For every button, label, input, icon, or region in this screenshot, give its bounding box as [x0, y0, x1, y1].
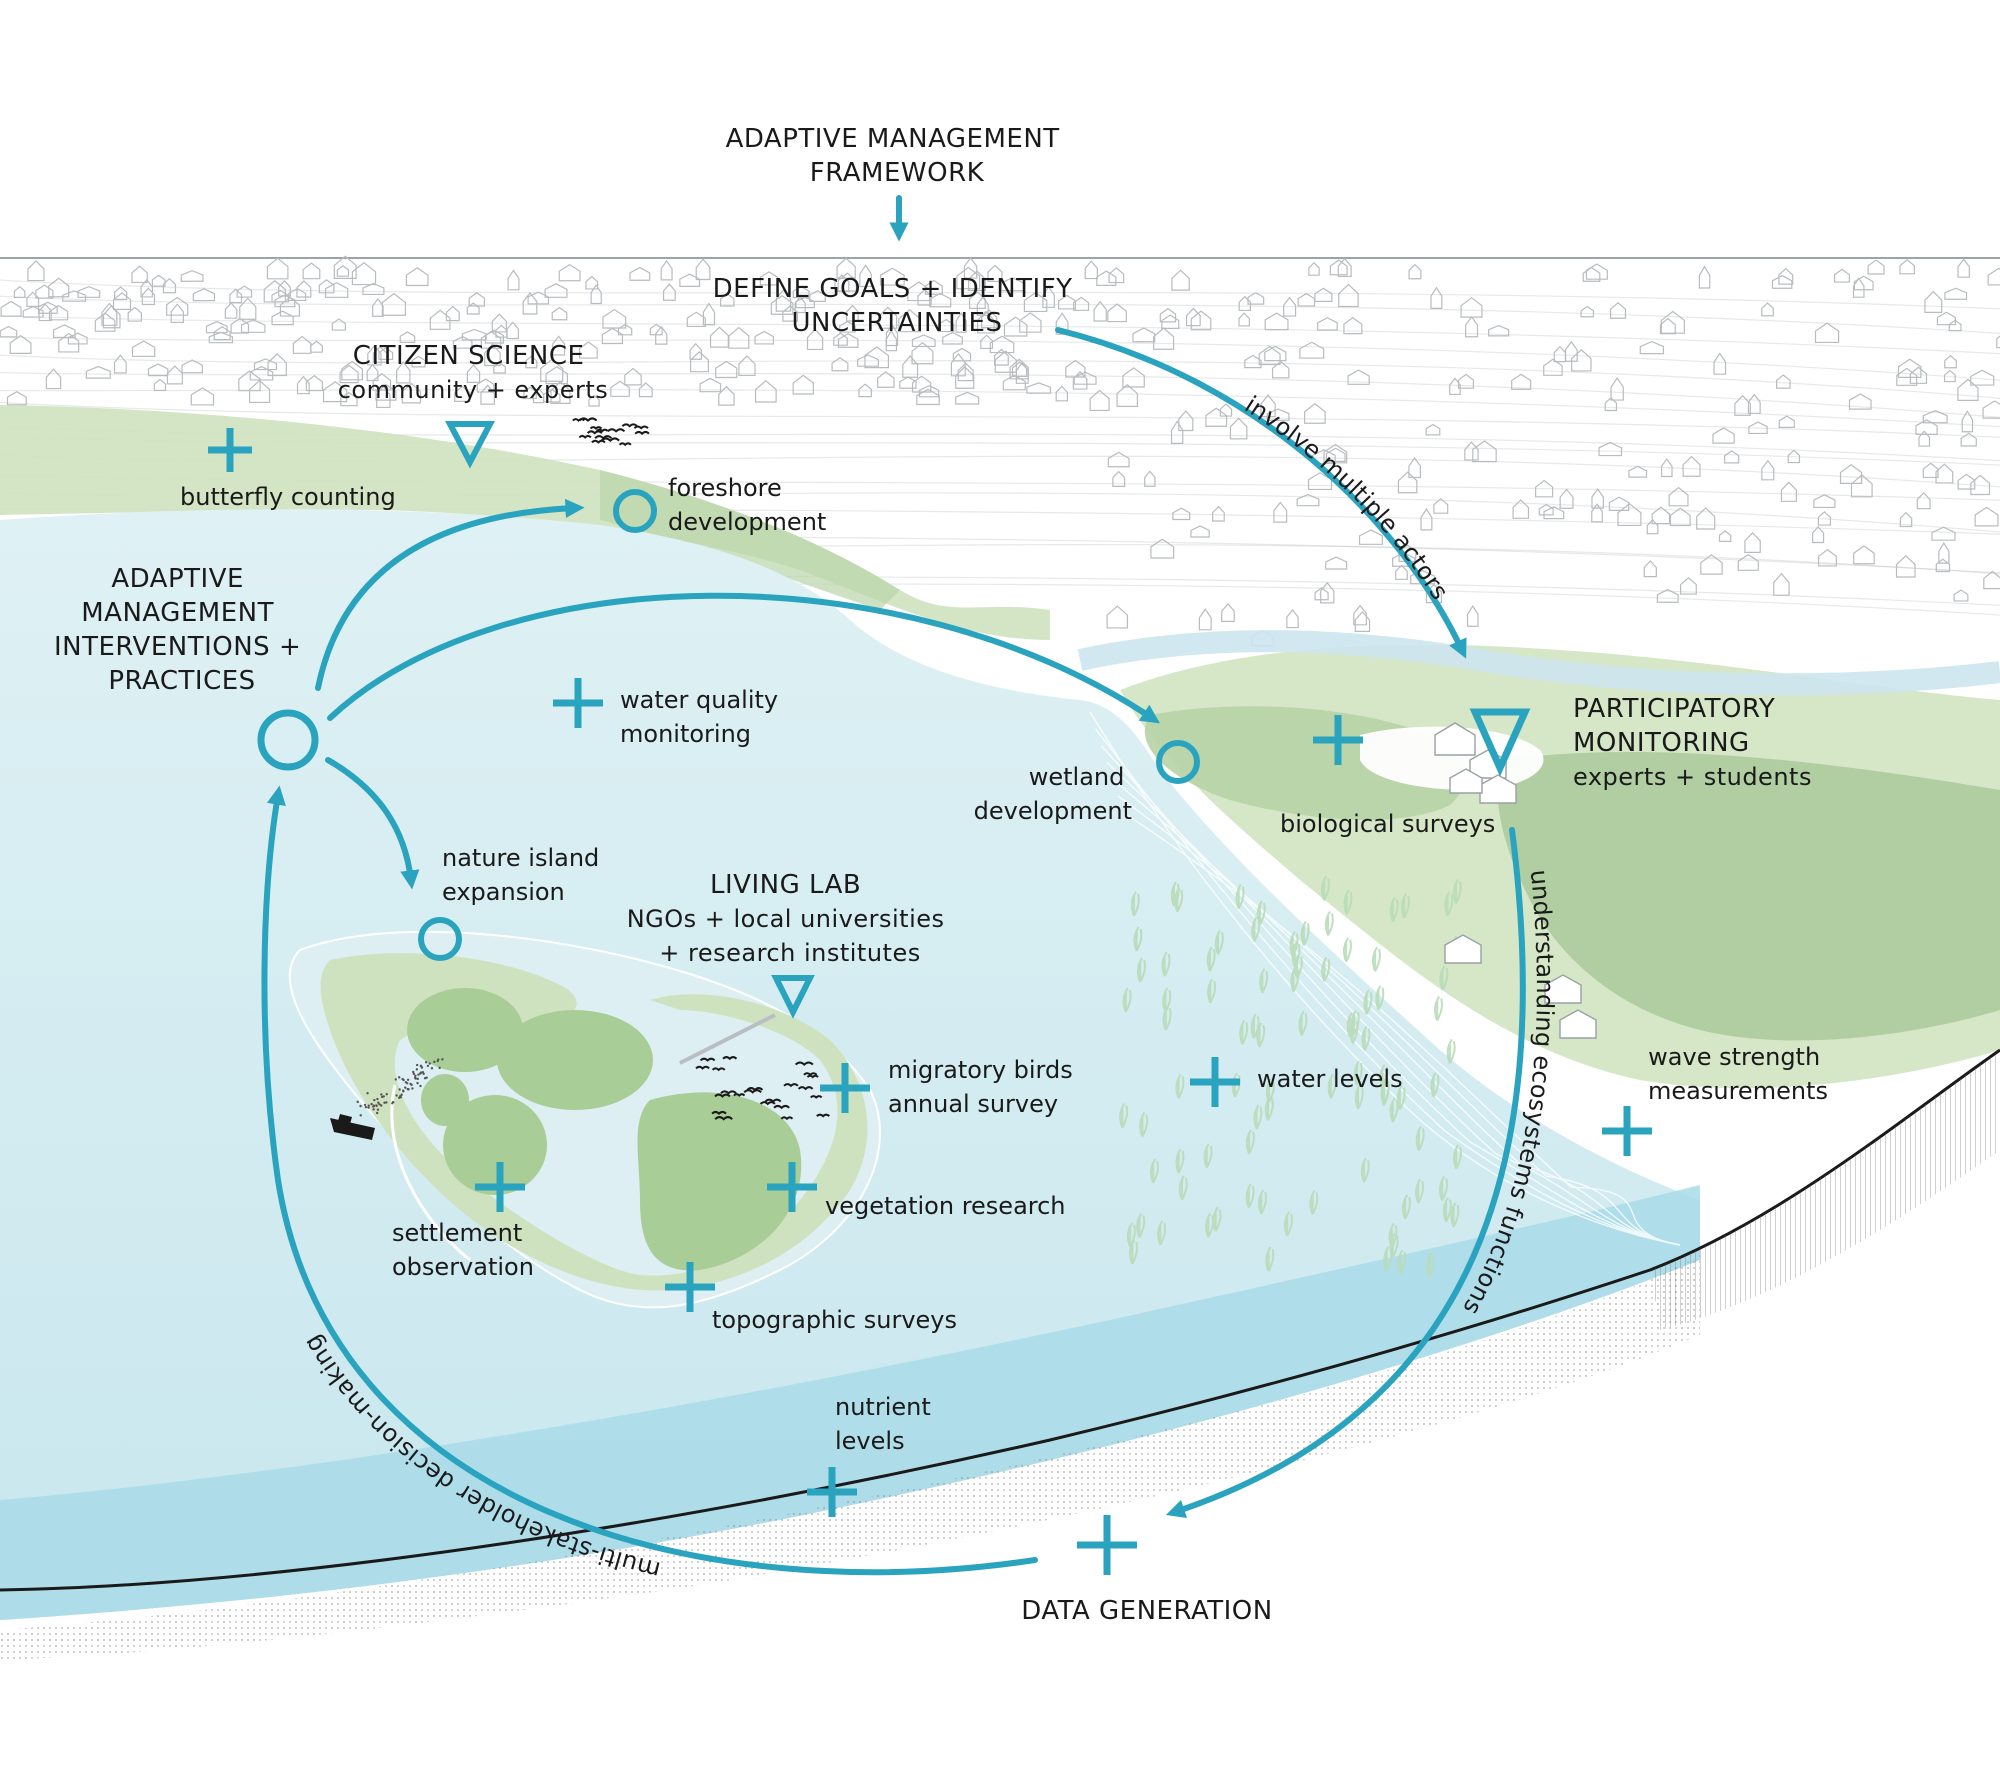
- nutrient-label: nutrient levels: [835, 1393, 938, 1455]
- water-quality-label: water quality monitoring: [620, 686, 786, 748]
- citizen-science-line-2: community + experts: [338, 376, 609, 404]
- sediment-spray: [356, 1058, 444, 1117]
- topographic-label: topographic surveys: [712, 1306, 957, 1334]
- plus-icon: [1602, 1106, 1652, 1156]
- nature-island-line-2: expansion: [442, 878, 565, 906]
- interventions-title: ADAPTIVE MANAGEMENT INTERVENTIONS + PRAC…: [54, 564, 310, 696]
- interventions-line-2: MANAGEMENT: [81, 598, 274, 628]
- seagrass-field: [1119, 875, 1463, 1278]
- wetland-line-2: development: [974, 797, 1132, 825]
- water-quality-line-1: water quality: [620, 686, 778, 714]
- triangle-icon: [1469, 708, 1531, 777]
- foreshore-line-2: development: [668, 508, 826, 536]
- circle-icon: [257, 709, 319, 771]
- citizen-science-title: CITIZEN SCIENCE community + experts: [338, 341, 609, 404]
- framework-title: ADAPTIVE MANAGEMENT FRAMEWORK: [726, 124, 1069, 188]
- arrow-understanding-ecosystems: [1165, 827, 1526, 1519]
- involve-label: involve multiple actors: [1240, 391, 1454, 605]
- migratory-label: migratory birds annual survey: [888, 1056, 1080, 1118]
- arrow-decision-making: [261, 785, 1038, 1576]
- participatory-title: PARTICIPATORY MONITORING experts + stude…: [1573, 694, 1812, 791]
- plus-icon: [1077, 1515, 1137, 1575]
- nature-island-line-1: nature island: [442, 844, 599, 872]
- circle-icon: [613, 489, 657, 533]
- wave-line-2: measurements: [1648, 1077, 1828, 1105]
- nature-island-label: nature island expansion: [442, 844, 607, 906]
- vegetation-label: vegetation research: [825, 1192, 1066, 1220]
- nutrient-line-1: nutrient: [835, 1393, 931, 1421]
- arrow-involve-multiple-actors: [1055, 327, 1467, 659]
- boat-icon: [330, 1114, 375, 1140]
- birds-icon: [695, 1056, 830, 1121]
- define-goals-line-1: DEFINE GOALS + IDENTIFY: [713, 274, 1073, 304]
- living-lab-title: LIVING LAB NGOs + local universities + r…: [627, 870, 954, 967]
- biological-label: biological surveys: [1280, 810, 1495, 838]
- plus-icon: [807, 1467, 857, 1517]
- green-upland-left-dark: [600, 470, 900, 610]
- interventions-line-4: PRACTICES: [108, 666, 255, 696]
- participatory-line-2: MONITORING: [1573, 728, 1750, 758]
- participatory-line-1: PARTICIPATORY: [1573, 694, 1775, 724]
- plus-icon: [208, 428, 252, 472]
- living-lab-line-3: + research institutes: [659, 939, 920, 967]
- plus-icon: [1190, 1057, 1240, 1107]
- plus-icon: [820, 1063, 870, 1113]
- framework-line-1: ADAPTIVE MANAGEMENT: [726, 124, 1060, 154]
- plus-icon: [553, 678, 603, 728]
- bay-water-deep-band: [0, 1185, 1700, 1620]
- butterfly-label: butterfly counting: [180, 483, 396, 511]
- foreshore-label: foreshore development: [668, 474, 826, 536]
- coastline-edge: [0, 1048, 2000, 1592]
- depth-contours: [1089, 711, 1681, 1246]
- plus-icon: [475, 1162, 525, 1212]
- wave-label: wave strength measurements: [1648, 1043, 1828, 1105]
- plus-markers: [208, 428, 1652, 1575]
- birds-icon: [572, 417, 650, 447]
- river-inlet: [1077, 630, 2000, 696]
- plus-icon: [1313, 715, 1363, 765]
- settlement-line-1: settlement: [392, 1219, 522, 1247]
- settlement-line-2: observation: [392, 1253, 534, 1281]
- triangle-icon: [445, 421, 495, 469]
- citizen-science-line-1: CITIZEN SCIENCE: [353, 341, 585, 371]
- living-lab-line-1: LIVING LAB: [710, 870, 861, 900]
- plus-icon: [665, 1262, 715, 1312]
- cliff-hatch: [1650, 1050, 2000, 1330]
- migratory-line-2: annual survey: [888, 1090, 1058, 1118]
- nature-island: [288, 930, 881, 1309]
- green-land-right-dark: [1497, 751, 2000, 1041]
- water-levels-label: water levels: [1257, 1065, 1403, 1093]
- coastline-seawall: [0, 1255, 1700, 1660]
- green-upland-left: [0, 405, 1050, 640]
- living-lab-line-2: NGOs + local universities: [627, 905, 945, 933]
- interventions-line-3: INTERVENTIONS +: [54, 632, 301, 662]
- water-quality-line-2: monitoring: [620, 720, 751, 748]
- participatory-line-3: experts + students: [1573, 763, 1812, 791]
- define-goals-title: DEFINE GOALS + IDENTIFY UNCERTAINTIES: [713, 274, 1082, 338]
- define-goals-line-2: UNCERTAINTIES: [792, 308, 1003, 338]
- arrow-to-foreshore: [315, 498, 585, 691]
- foreshore-line-1: foreshore: [668, 474, 782, 502]
- interventions-line-1: ADAPTIVE: [111, 564, 244, 594]
- plus-icon: [767, 1162, 817, 1212]
- symbols: [257, 421, 1531, 1019]
- framework-line-2: FRAMEWORK: [810, 158, 985, 188]
- triangle-icon: [771, 975, 815, 1019]
- nutrient-line-2: levels: [835, 1427, 905, 1455]
- arrow-to-nature-island: [325, 757, 420, 890]
- migratory-line-1: migratory birds: [888, 1056, 1073, 1084]
- settlement-label: settlement observation: [392, 1219, 534, 1281]
- circle-icon: [1156, 740, 1200, 784]
- data-generation-title: DATA GENERATION: [1021, 1596, 1272, 1626]
- circle-icon: [418, 917, 462, 961]
- wetland-line-1: wetland: [1029, 763, 1125, 791]
- wave-line-1: wave strength: [1648, 1043, 1820, 1071]
- flow-arrows: [261, 195, 1526, 1576]
- wetland-label: wetland development: [974, 763, 1132, 825]
- arrow-to-wetland: [327, 592, 1160, 724]
